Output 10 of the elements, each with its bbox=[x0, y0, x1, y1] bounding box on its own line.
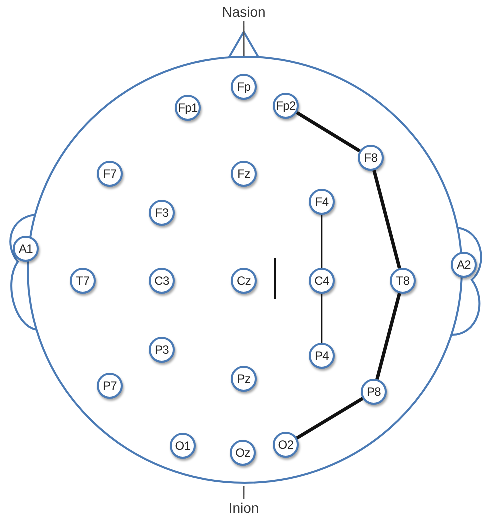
leader-line bbox=[243, 486, 245, 499]
connector-line bbox=[372, 170, 402, 269]
connector-line bbox=[321, 294, 323, 343]
connector-line bbox=[321, 215, 323, 268]
connector-line bbox=[296, 111, 361, 153]
landmark-label: Inion bbox=[214, 499, 274, 517]
connector-line bbox=[376, 293, 402, 380]
leader-line bbox=[243, 21, 245, 56]
connector-line bbox=[296, 397, 364, 440]
landmark-label: Nasion bbox=[214, 3, 274, 21]
